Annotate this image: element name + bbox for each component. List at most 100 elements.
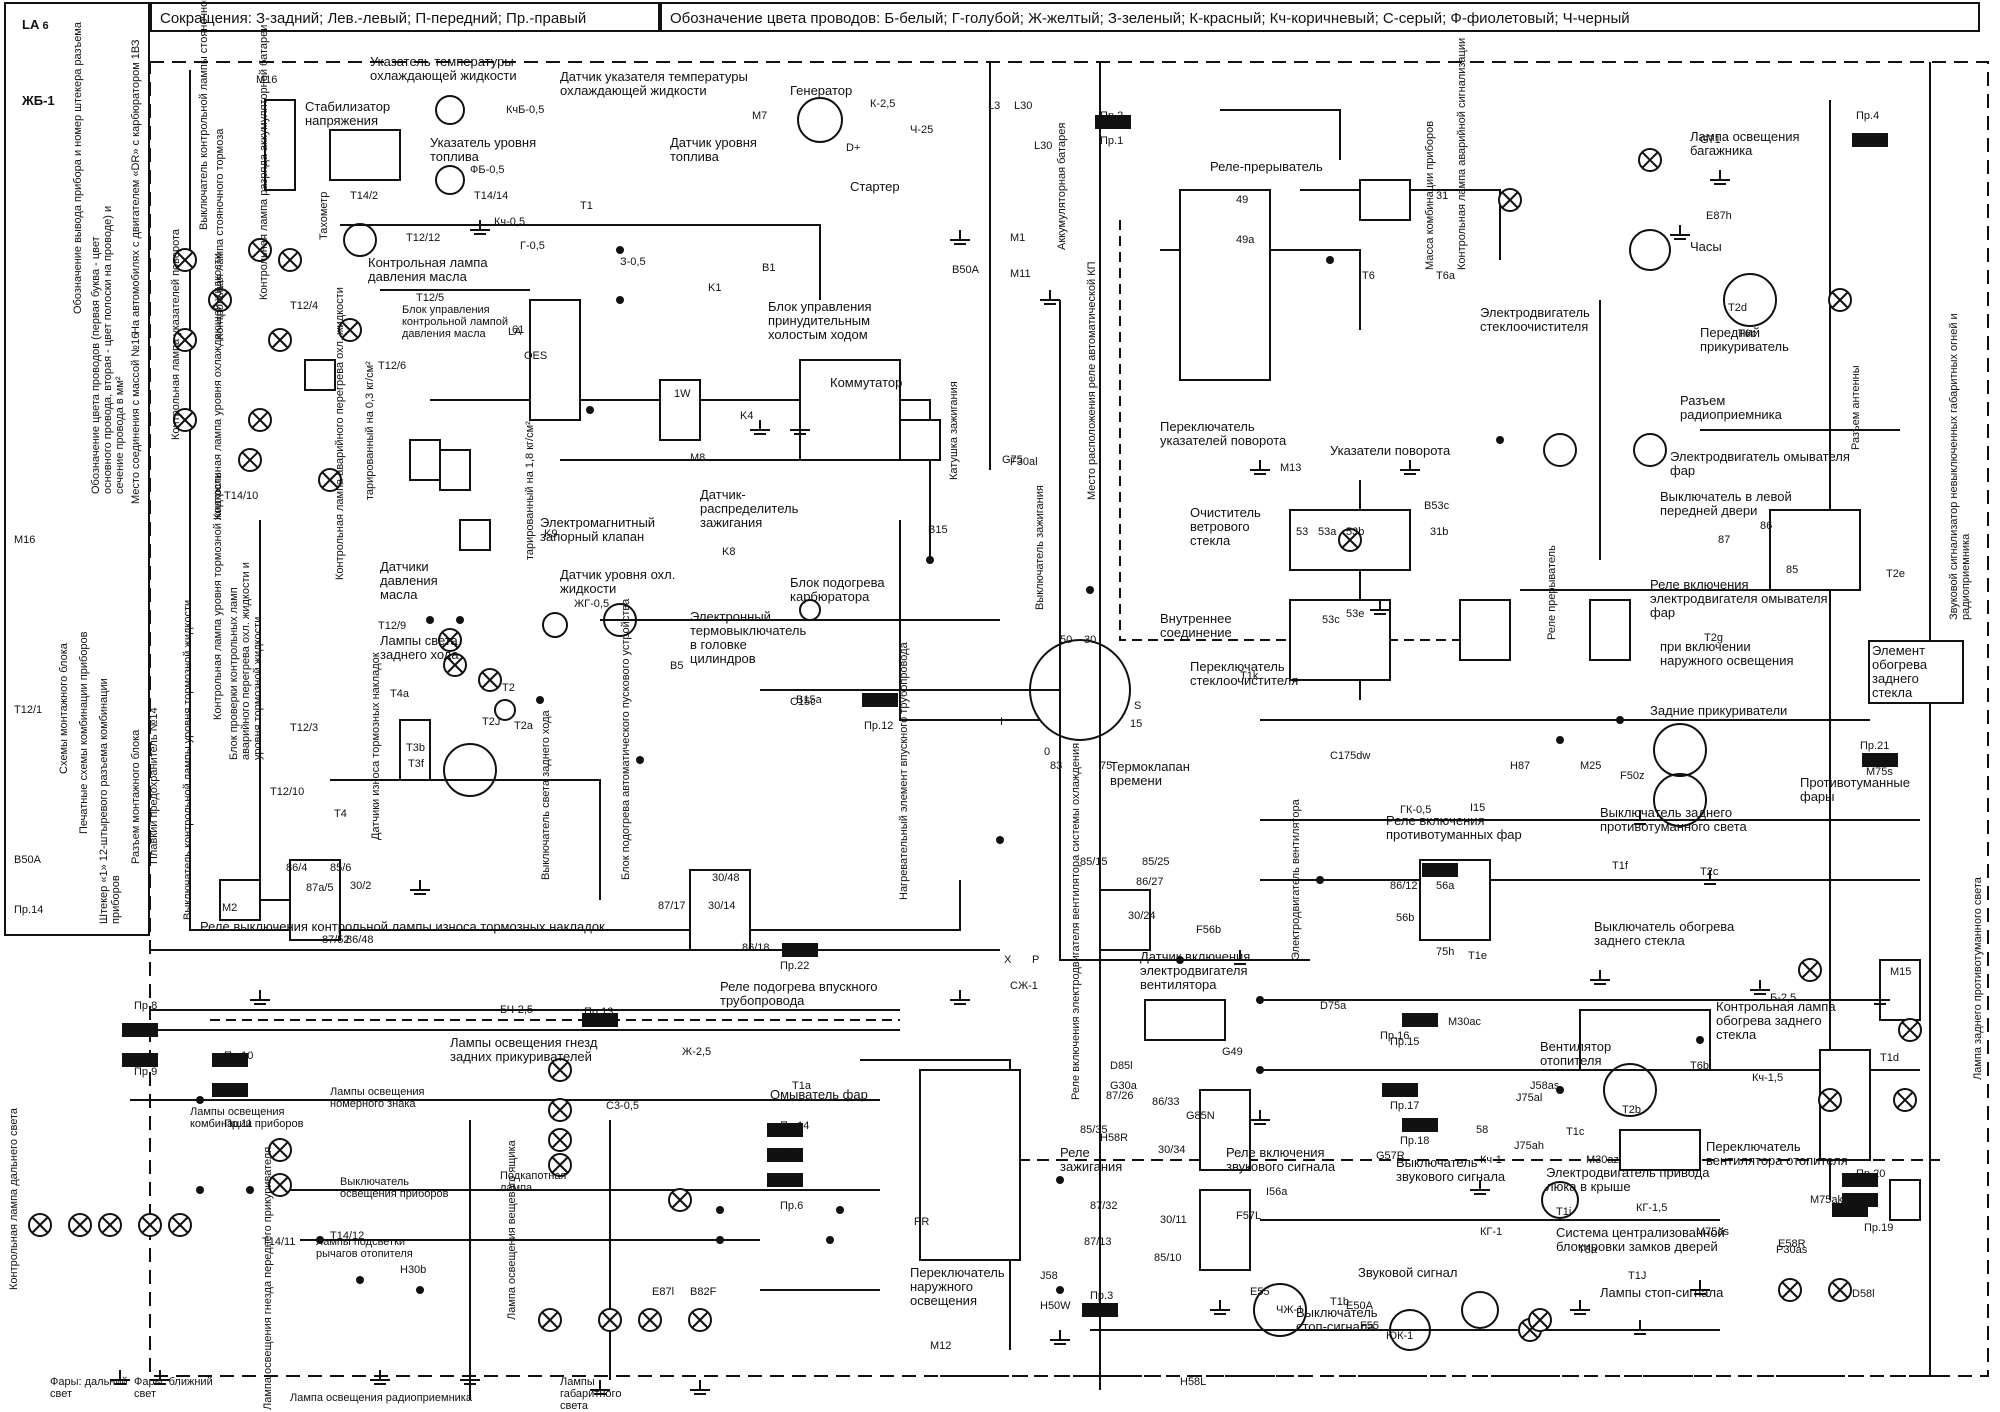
connector-tag: T14/14 <box>474 190 509 202</box>
lamp-cross <box>1531 1311 1549 1329</box>
hood-lamp-label: Подкапотная лампа <box>500 1170 567 1194</box>
fog-relay-label: Реле включения противотуманных фар <box>1386 813 1522 842</box>
coolant-level-sensor-label: Датчик уровня охл. жидкости <box>560 567 676 596</box>
connector-tag: Пр.20 <box>1856 1168 1886 1180</box>
junction-dot <box>456 616 464 624</box>
parking-brake-switch-label: Выключатель контрольной лампы стояночног… <box>198 0 210 230</box>
lamp-symbol <box>268 328 292 352</box>
fuse-symbol <box>1095 115 1131 129</box>
fuse-symbol <box>767 1148 803 1162</box>
lamp-symbol <box>1778 1278 1802 1302</box>
connector-tag: M16 <box>256 74 278 86</box>
connector-tag: T1k <box>1240 670 1259 682</box>
lamp-cross <box>31 1216 49 1234</box>
lamp-symbol <box>268 1173 292 1197</box>
commutator-label: Коммутатор <box>830 375 903 390</box>
connector-tag: Пр.14 <box>780 1120 810 1132</box>
connector-tag: T3b <box>406 742 425 754</box>
wiper-label: Очиститель ветрового стекла <box>1190 505 1261 548</box>
legend-symbol-wire: ЖБ-1 <box>22 93 55 108</box>
connector-tag: 30/14 <box>708 900 736 912</box>
ground-icon <box>1700 870 1720 885</box>
connector-tag: 83 <box>1050 760 1063 772</box>
lamp-cross <box>551 1101 569 1119</box>
connector-tag: C175dw <box>1330 750 1371 762</box>
rear-fog-lamp-label: Лампа заднего противотуманного света <box>1972 877 1984 1080</box>
ground-icon <box>1710 170 1730 185</box>
ignition-relay-label: Реле зажигания <box>1060 1145 1123 1174</box>
junction-dot <box>826 1236 834 1244</box>
lamp-cross <box>141 1216 159 1234</box>
pad-wear-relay-label: Реле выключения контрольной лампы износа… <box>200 919 605 934</box>
sunroof-label: Электродвигатель привода люка в крыше <box>1546 1165 1710 1194</box>
connector-tag: D75a <box>1320 1000 1347 1012</box>
connector-tag: T12/9 <box>378 620 407 632</box>
connector-tag: G30a <box>1110 1080 1137 1092</box>
connector-tag: 87 <box>1718 534 1731 546</box>
connector-tag: 75 <box>1100 760 1113 772</box>
wiper-relay-label: Реле прерыватель <box>1546 545 1558 640</box>
exterior-switch-label: Переключатель наружного освещения <box>910 1265 1005 1308</box>
connector-tag: Пр.19 <box>1864 1222 1894 1234</box>
junction-dot <box>996 836 1004 844</box>
heater-switch-label: Переключатель вентилятора отопителя <box>1706 1139 1848 1168</box>
ground-icon <box>250 990 270 1005</box>
lamp-symbol <box>268 1138 292 1162</box>
high-beam-lamp-label: Контрольная лампа дальнего света <box>8 1107 20 1290</box>
reverse-lamps-label: Лампы света заднего хода <box>380 633 459 662</box>
legend-panel: LA 6 ЖБ-1 Обозначение вывода прибора и н… <box>4 2 160 936</box>
lamp-cross <box>1821 1091 1839 1109</box>
lamp-cross <box>211 291 229 309</box>
junction-dot <box>1176 956 1184 964</box>
connector-tag: T4a <box>390 688 409 700</box>
connector-tag: Пр.6 <box>780 1200 804 1212</box>
connector-tag: 30/48 <box>712 872 740 884</box>
lamp-cross <box>271 1176 289 1194</box>
connector-tag: T1J <box>1628 1270 1647 1282</box>
legend-item-2: На автомобилях с двигателем «DR» с карбю… <box>130 39 142 334</box>
ground-icon <box>460 1370 480 1385</box>
connector-tag: 86/4 <box>286 862 308 874</box>
connector-tag: 30/24 <box>1128 910 1156 922</box>
lamp-symbol <box>28 1213 52 1237</box>
connector-tag: H58R <box>1100 1132 1129 1144</box>
connector-tag: E87l <box>652 1286 675 1298</box>
intake-heater-label: Нагревательный элемент впускного трубопр… <box>898 642 910 900</box>
connector-tag: J58as <box>1530 1080 1560 1092</box>
lamp-cross <box>71 1216 89 1234</box>
connector-tag: H58L <box>1180 1376 1207 1388</box>
legend-item-0: Обозначение вывода прибора и номер штеке… <box>72 22 84 314</box>
connector-tag: 53c <box>1322 614 1340 626</box>
buzzer-label: Звуковой сигнализатор невыключенных габа… <box>1948 313 1972 620</box>
ground-icon <box>1210 1300 1230 1315</box>
ground-icon <box>790 420 810 435</box>
auto-relay-place-label: Место расположения реле автоматической К… <box>1086 261 1098 500</box>
connector-tag: 86/12 <box>1390 880 1418 892</box>
idle-control-label: Блок управления принудительным холостым … <box>768 299 872 342</box>
pad-wear-sensors-label: Датчики износа тормозных накладок <box>370 652 382 840</box>
connector-tag: 31b <box>1430 526 1449 538</box>
connector-tag: C15c <box>790 696 816 708</box>
fuse-symbol <box>767 1123 803 1137</box>
check-block-label: Блок проверки контрольных ламп аварийног… <box>228 562 264 760</box>
pressure-hi-label: тарированный на 1,8 кг/см² <box>524 421 536 560</box>
lamp-symbol <box>1498 188 1522 212</box>
connector-tag: 87/13 <box>1084 1236 1112 1248</box>
junction-dot <box>716 1206 724 1214</box>
lamp-cross <box>1501 191 1519 209</box>
connector-tag: Пр.10 <box>224 1050 254 1062</box>
lamp-cross <box>481 671 499 689</box>
fuse-symbol <box>1852 133 1888 147</box>
lamp-symbol <box>238 448 262 472</box>
lamp-symbol <box>438 628 462 652</box>
junction-dot <box>196 1096 204 1104</box>
connector-tag: T14/12 <box>330 1230 365 1242</box>
wire-colors-text: Обозначение цвета проводов: Б-белый; Г-г… <box>670 10 1630 27</box>
connector-tag: T14/10 <box>224 490 259 502</box>
connector-tag: 87/52 <box>322 934 350 946</box>
abbreviations-bar: Сокращения: З-задний; Лев.-левый; П-пере… <box>150 2 660 32</box>
connector-tag: 85/6 <box>330 862 352 874</box>
ground-icon <box>370 1370 390 1385</box>
plate-lamps-label: Лампы освещения номерного знака <box>330 1086 425 1110</box>
connector-tag: Пр.18 <box>1400 1135 1430 1147</box>
